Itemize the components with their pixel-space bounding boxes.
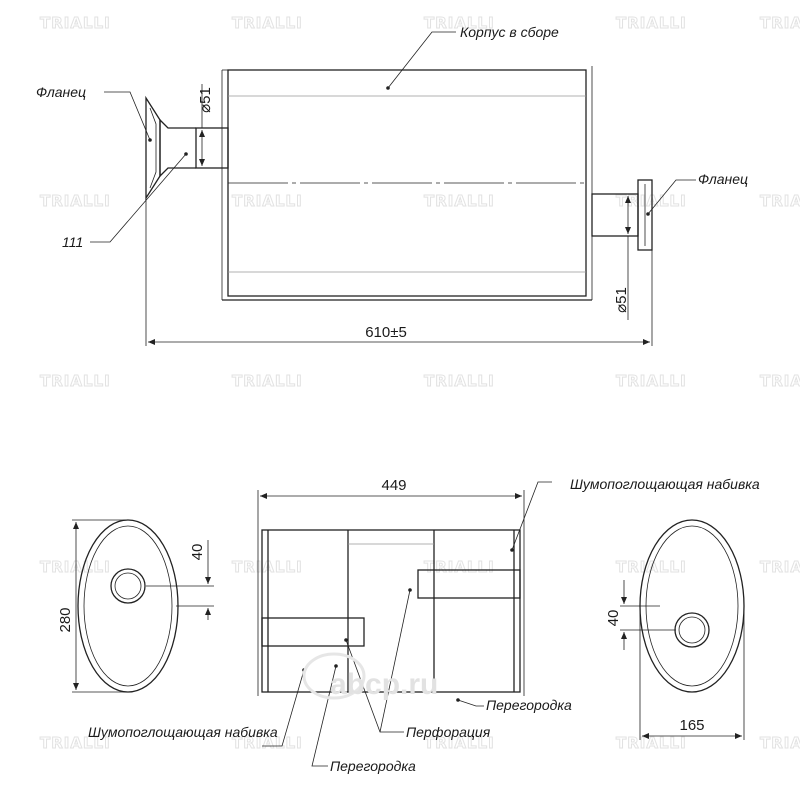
watermark-text: TRIALLI: [40, 558, 111, 576]
watermark-text: TRIALLI: [40, 372, 111, 390]
end-view-left: 280 40: [57, 519, 214, 693]
section-body: [261, 529, 521, 693]
watermark-text: TRIALLI: [616, 14, 687, 32]
perforated-tube-upper: [417, 569, 521, 599]
watermark-text: TRIALLI: [40, 734, 111, 752]
side-view: ⌀51 ⌀51 610±5 Корпус в сборе Фланец 111 …: [36, 24, 748, 346]
watermark-text: TRIALLI: [616, 734, 687, 752]
watermark-text: TRIALLI: [424, 192, 495, 210]
watermark-text: TRIALLI: [40, 192, 111, 210]
dim-body-length: 449: [381, 477, 406, 494]
dim-end-offset-right: 40: [605, 610, 622, 627]
packing-right-lower: [433, 597, 515, 693]
label-body-assembly: Корпус в сборе: [460, 24, 559, 40]
label-angle-111: 111: [62, 234, 83, 250]
dim-end-height: 280: [57, 607, 74, 632]
watermark-text: TRIALLI: [760, 192, 800, 210]
watermark-text: TRIALLI: [760, 372, 800, 390]
dim-end-offset-left: 40: [189, 544, 206, 561]
label-flange-left: Фланец: [36, 84, 86, 100]
label-partition-right: Перегородка: [486, 697, 572, 713]
site-logo-text: abcp.ru: [330, 668, 438, 701]
watermark-text: TRIALLI: [616, 558, 687, 576]
label-perforation: Перфорация: [406, 724, 491, 740]
watermark-text: TRIALLI: [760, 558, 800, 576]
watermark-text: TRIALLI: [232, 558, 303, 576]
watermark-text: TRIALLI: [616, 372, 687, 390]
watermark-layer: TRIALLI TRIALLI TRIALLI TRIALLI TRIALLI TRIAL…: [40, 14, 800, 753]
dim-end-width: 165: [679, 717, 704, 734]
site-logo-overlay: abcp.ru: [302, 652, 438, 701]
end-view-right: 165 40: [605, 519, 745, 740]
watermark-text: TRIALLI: [424, 14, 495, 32]
watermark-text: TRIALLI: [40, 14, 111, 32]
end-pipe-right: [674, 612, 710, 648]
outlet-flange: [637, 179, 653, 251]
watermark-text: TRIALLI: [616, 192, 687, 210]
watermark-text: TRIALLI: [424, 558, 495, 576]
dim-pipe-left: ⌀51: [197, 87, 214, 113]
label-flange-right: Фланец: [698, 171, 748, 187]
watermark-text: TRIALLI: [424, 734, 495, 752]
perforated-tube-lower: [261, 617, 365, 647]
label-packing-bottom: Шумопоглощающая набивка: [88, 724, 278, 740]
watermark-text: TRIALLI: [232, 14, 303, 32]
dim-total-length: 610±5: [365, 324, 407, 341]
section-view: 449 Шумопоглощающая набивка Шумопоглощаю…: [88, 476, 760, 774]
watermark-text: TRIALLI: [424, 372, 495, 390]
dim-pipe-right: ⌀51: [613, 287, 630, 313]
watermark-text: TRIALLI: [760, 14, 800, 32]
watermark-text: TRIALLI: [232, 372, 303, 390]
watermark-text: TRIALLI: [760, 734, 800, 752]
inlet-pipe: [195, 127, 229, 169]
inlet-flange: [145, 95, 161, 201]
end-ellipse-outer-left: [77, 519, 179, 693]
watermark-text: TRIALLI: [232, 192, 303, 210]
label-partition-bottom: Перегородка: [330, 758, 416, 774]
end-pipe-left: [110, 568, 146, 604]
label-packing-top: Шумопоглощающая набивка: [570, 476, 760, 492]
